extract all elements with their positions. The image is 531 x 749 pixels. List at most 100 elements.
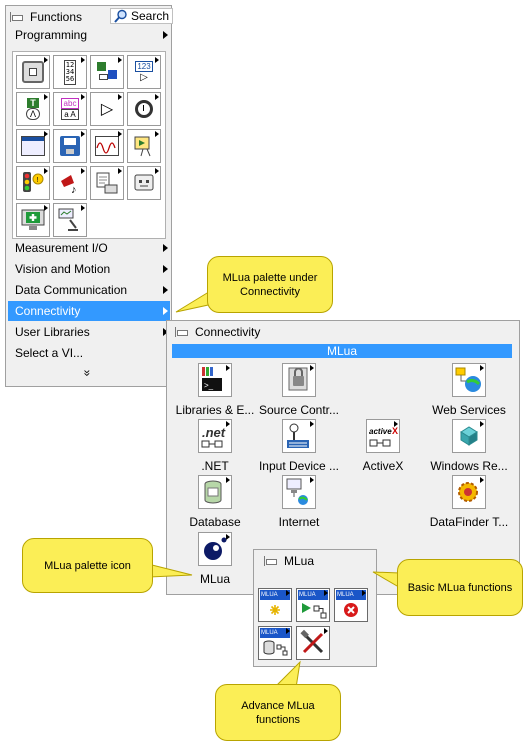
search-icon xyxy=(114,9,127,23)
functions-title: Functions xyxy=(30,10,83,24)
palette-item-windows-registry[interactable]: Windows Re... xyxy=(429,419,509,479)
category-select-a-vi[interactable]: Select a VI... xyxy=(8,343,170,363)
svg-text:!: ! xyxy=(37,177,39,184)
palette-item-input-device[interactable]: Input Device ... xyxy=(259,419,339,479)
svg-text:active: active xyxy=(369,427,392,436)
submenu-arrow-icon xyxy=(163,31,168,39)
addons-icon[interactable] xyxy=(16,203,50,237)
svg-text:X: X xyxy=(392,426,398,436)
report-generation-icon[interactable] xyxy=(90,166,124,200)
palette-item-label: Input Device ... xyxy=(258,459,340,473)
palette-item-label: Source Contr... xyxy=(258,403,340,417)
mlua-tools-icon[interactable] xyxy=(296,626,330,660)
palette-item-label: DataFinder T... xyxy=(429,515,509,529)
mlua-title: MLua xyxy=(284,553,315,568)
svg-text:♪: ♪ xyxy=(71,184,77,195)
category-label: Data Communication xyxy=(15,283,128,297)
palette-item-label: Windows Re... xyxy=(430,459,508,473)
callout-basic-functions: Basic MLua functions xyxy=(397,559,523,616)
timing-icon[interactable] xyxy=(127,92,161,126)
category-vision-and-motion[interactable]: Vision and Motion xyxy=(8,259,170,279)
libraries-icon: >_ xyxy=(198,363,232,397)
pin-icon[interactable] xyxy=(175,325,189,339)
comparison-icon[interactable]: ▷ xyxy=(90,92,124,126)
synchronization-icon[interactable]: ! xyxy=(16,166,50,200)
category-data-communication[interactable]: Data Communication xyxy=(8,280,170,300)
mlua-new-icon[interactable]: MLUA xyxy=(258,588,292,622)
submenu-arrow-icon xyxy=(163,328,168,336)
pin-icon[interactable] xyxy=(10,10,24,24)
category-label: Select a VI... xyxy=(15,346,84,360)
submenu-arrow-icon xyxy=(163,265,168,273)
web-services-icon xyxy=(452,363,486,397)
palette-item-label: Web Services xyxy=(432,403,506,417)
mlua-icon-header: MLUA xyxy=(298,590,328,600)
waveform-icon[interactable] xyxy=(90,129,124,163)
search-label: Search xyxy=(131,9,170,23)
palette-item-label: Internet xyxy=(278,515,320,529)
palette-item-label: MLua xyxy=(199,572,231,586)
pin-icon[interactable] xyxy=(264,554,278,568)
mlua-storage-icon[interactable]: MLUA xyxy=(258,626,292,660)
dialog-ui-icon[interactable] xyxy=(16,129,50,163)
mlua-icon-header: MLUA xyxy=(260,628,290,638)
mlua-run-icon[interactable]: MLUA xyxy=(296,588,330,622)
dotnet-icon: .net xyxy=(198,419,232,453)
numeric-icon[interactable]: 123▷ xyxy=(127,55,161,89)
palette-item-label: ActiveX xyxy=(362,459,404,473)
category-label: Connectivity xyxy=(15,304,81,318)
database-icon xyxy=(198,475,232,509)
robot-icon[interactable] xyxy=(127,166,161,200)
mlua-titlebar: MLua xyxy=(254,550,376,571)
palette-item-web-services[interactable]: Web Services xyxy=(429,363,509,423)
source-control-icon xyxy=(282,363,316,397)
category-label: Measurement I/O xyxy=(15,241,108,255)
category-measurement-io[interactable]: Measurement I/O xyxy=(8,238,170,258)
mlua-section-header: MLua xyxy=(172,344,512,358)
structures-icon[interactable] xyxy=(16,55,50,89)
mlua-icon xyxy=(198,532,232,566)
palette-item-label: .NET xyxy=(201,459,229,473)
inspection-icon[interactable] xyxy=(53,203,87,237)
palette-item-database[interactable]: Database xyxy=(175,475,255,535)
cluster-icon[interactable] xyxy=(90,55,124,89)
windows-registry-icon xyxy=(452,419,486,453)
file-io-icon[interactable] xyxy=(53,129,87,163)
category-connectivity[interactable]: Connectivity xyxy=(8,301,170,321)
category-label: User Libraries xyxy=(15,325,90,339)
search-button[interactable]: Search xyxy=(110,8,174,24)
category-label: Programming xyxy=(15,28,88,42)
expand-more-icon[interactable]: » xyxy=(80,369,95,377)
palette-item-source-control[interactable]: Source Contr... xyxy=(259,363,339,423)
submenu-arrow-icon xyxy=(163,286,168,294)
svg-text:.net: .net xyxy=(202,425,226,440)
palette-item-label: Libraries & E... xyxy=(175,403,255,417)
submenu-arrow-icon xyxy=(163,244,168,252)
palette-item-libraries[interactable]: >_ Libraries & E... xyxy=(175,363,255,423)
palette-item-dotnet[interactable]: .net .NET xyxy=(175,419,255,479)
connectivity-titlebar: Connectivity xyxy=(167,321,519,342)
mlua-icon-header: MLUA xyxy=(260,590,290,600)
palette-item-mlua[interactable]: MLua xyxy=(175,532,255,592)
callout-palette-icon: MLua palette icon xyxy=(22,538,153,593)
graphics-sound-icon[interactable]: ♪ xyxy=(53,166,87,200)
category-programming[interactable]: Programming xyxy=(8,25,170,45)
callout-palette-under-connectivity: MLua palette under Connectivity xyxy=(207,256,333,313)
palette-item-internet[interactable]: Internet xyxy=(259,475,339,535)
connectivity-title: Connectivity xyxy=(195,324,261,339)
callout-advance-functions: Advance MLua functions xyxy=(215,684,341,741)
svg-text:>_: >_ xyxy=(204,381,214,390)
mlua-icon-header: MLUA xyxy=(336,590,366,600)
category-label: Vision and Motion xyxy=(15,262,111,276)
mlua-close-icon[interactable]: MLUA xyxy=(334,588,368,622)
application-control-icon[interactable] xyxy=(127,129,161,163)
palette-item-datafinder[interactable]: DataFinder T... xyxy=(429,475,509,535)
input-device-icon xyxy=(282,419,316,453)
category-user-libraries[interactable]: User Libraries xyxy=(8,322,170,342)
